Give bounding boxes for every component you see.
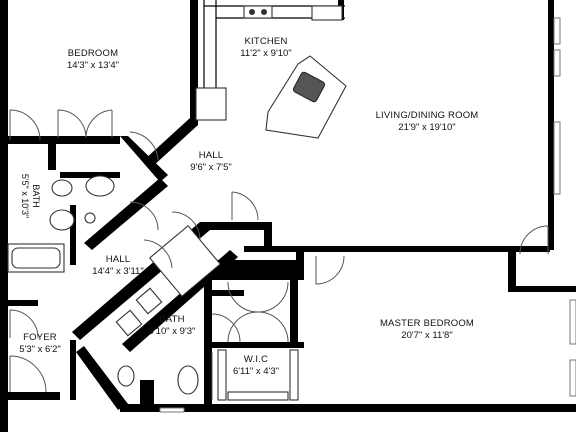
room-name: FOYER xyxy=(23,332,57,343)
bath1-fixtures xyxy=(7,175,115,273)
room-dims: 11'2" x 9'10" xyxy=(240,48,292,59)
room-name: LIVING/DINING ROOM xyxy=(375,110,479,121)
room-name: BEDROOM xyxy=(67,48,119,59)
room-name: HALL xyxy=(105,254,131,265)
room-name: BATH xyxy=(159,314,185,325)
room-dims: 20'7" x 11'8" xyxy=(401,330,453,341)
wic-shelves xyxy=(217,349,299,401)
room-dims: 6'11" x 4'3" xyxy=(232,366,280,377)
room-dims: 14'4" x 3'11" xyxy=(92,266,144,277)
room-dims: 21'9" x 19'10" xyxy=(398,122,456,133)
room-dims: 9'6" x 7'5" xyxy=(190,162,232,173)
room-dims: 9'10" x 9'3" xyxy=(148,326,196,337)
room-name: W.I.C xyxy=(243,354,269,365)
room-label-wic: W.I.C 6'11" x 4'3" xyxy=(233,354,279,378)
room-label-bath-1: BATH 5'5" x 10'3" xyxy=(8,173,48,219)
room-label-kitchen: KITCHEN 11'2" x 9'10" xyxy=(240,36,291,60)
room-label-bedroom: BEDROOM 14'3" x 13'4" xyxy=(67,48,119,72)
room-name: BATH xyxy=(31,184,41,208)
room-label-bath-2: BATH 9'10" x 9'3" xyxy=(149,314,196,338)
room-label-foyer: FOYER 5'3" x 6'2" xyxy=(19,332,61,356)
room-name: MASTER BEDROOM xyxy=(379,318,475,329)
room-name: KITCHEN xyxy=(244,36,288,47)
room-label-hall: HALL 9'6" x 7'5" xyxy=(190,150,232,174)
doors xyxy=(9,109,549,400)
room-label-living-dining: LIVING/DINING ROOM 21'9" x 19'10" xyxy=(376,110,479,134)
room-name: HALL xyxy=(198,150,224,161)
room-dims: 5'5" x 10'3" xyxy=(20,173,30,219)
kitchen-fixtures xyxy=(195,5,347,139)
room-dims: 14'3" x 13'4" xyxy=(66,60,120,71)
room-label-hall-2: HALL 14'4" x 3'11" xyxy=(92,254,143,278)
windows xyxy=(159,17,576,413)
room-label-master-bedroom: MASTER BEDROOM 20'7" x 11'8" xyxy=(380,318,474,342)
room-dims: 5'3" x 6'2" xyxy=(19,344,61,355)
bath2-fixtures xyxy=(115,225,221,395)
